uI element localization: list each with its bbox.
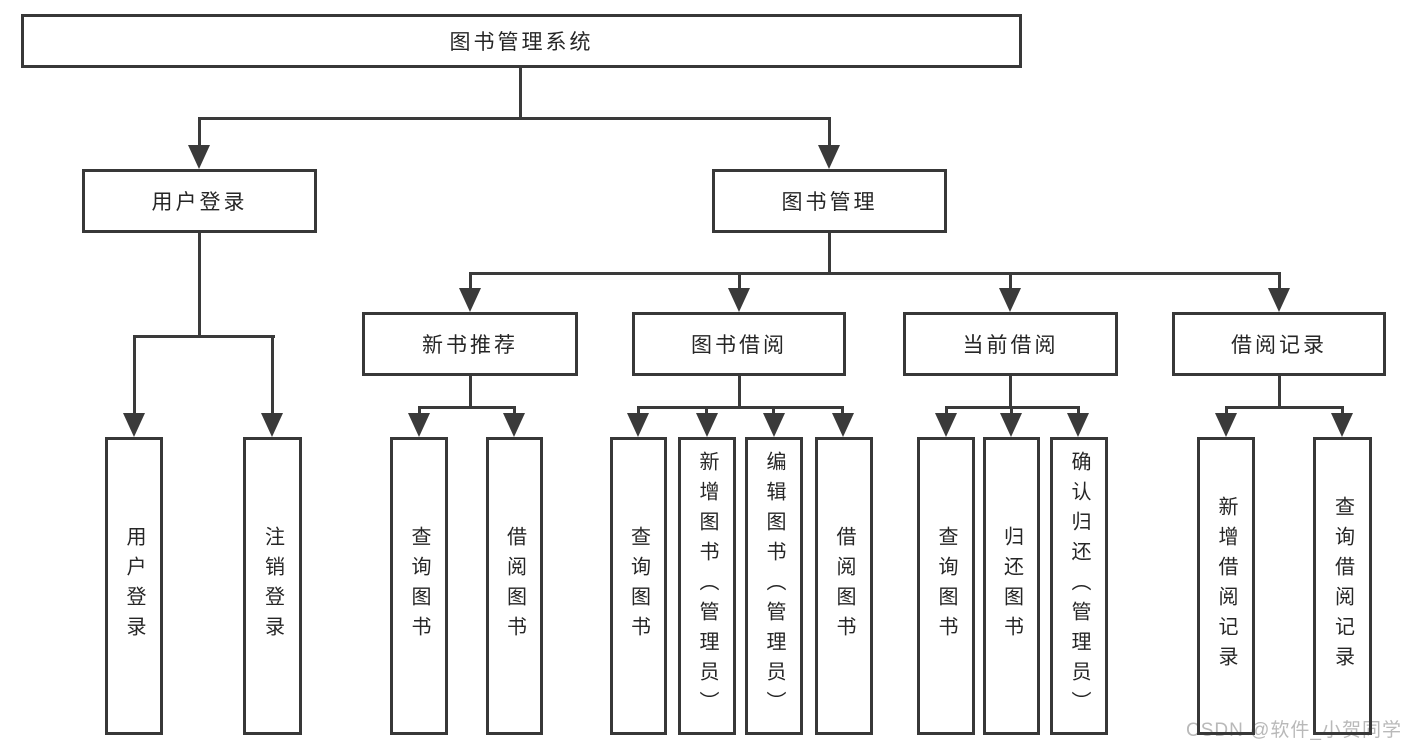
connector-line xyxy=(738,272,741,288)
leaf-add-borrow-record: 新增借阅记录 xyxy=(1197,437,1255,735)
arrowhead-down xyxy=(261,413,283,437)
leaf-add-borrow-record-label: 新增借阅记录 xyxy=(1215,496,1237,676)
leaf-return-book: 归还图书 xyxy=(983,437,1040,735)
csdn-watermark: CSDN @软件_小贺同学 xyxy=(1186,720,1402,741)
leaf-query-books-borrowing-label: 查询图书 xyxy=(627,526,650,646)
node-root: 图书管理系统 xyxy=(21,14,1022,68)
arrowhead-down xyxy=(763,413,785,437)
arrowhead-down xyxy=(1268,288,1290,312)
leaf-confirm-return-admin-label: 确认归还（管理员） xyxy=(1068,451,1090,721)
node-book-borrowing: 图书借阅 xyxy=(632,312,846,376)
connector-line xyxy=(133,335,275,338)
arrowhead-down xyxy=(818,145,840,169)
connector-line xyxy=(1278,272,1281,288)
connector-line xyxy=(772,406,775,413)
arrowhead-down xyxy=(188,145,210,169)
connector-line xyxy=(271,335,274,413)
connector-line xyxy=(198,117,201,145)
arrowhead-down xyxy=(832,413,854,437)
connector-line xyxy=(519,68,522,117)
arrowhead-down xyxy=(123,413,145,437)
arrowhead-down xyxy=(459,288,481,312)
leaf-borrow-books-recommend-label: 借阅图书 xyxy=(503,526,526,646)
leaf-borrow-books-borrowing: 借阅图书 xyxy=(815,437,873,735)
connector-line xyxy=(198,233,201,335)
leaf-borrow-books-recommend: 借阅图书 xyxy=(486,437,543,735)
leaf-query-books-recommend-label: 查询图书 xyxy=(408,526,430,646)
leaf-edit-book-admin-label: 编辑图书（管理员） xyxy=(763,451,785,721)
leaf-query-borrow-record-label: 查询借阅记录 xyxy=(1331,496,1354,676)
node-book-borrowing-label: 图书借阅 xyxy=(691,334,787,357)
leaf-add-book-admin-label: 新增图书（管理员） xyxy=(696,451,718,721)
leaf-query-borrow-record: 查询借阅记录 xyxy=(1313,437,1372,735)
connector-line xyxy=(841,406,844,413)
node-borrow-records-label: 借阅记录 xyxy=(1231,334,1327,357)
connector-line xyxy=(1009,376,1012,406)
connector-line xyxy=(1077,406,1080,413)
connector-line xyxy=(828,233,831,272)
leaf-borrow-books-borrowing-label: 借阅图书 xyxy=(833,526,855,646)
connector-line xyxy=(1225,406,1228,413)
node-book-management: 图书管理 xyxy=(712,169,947,233)
leaf-query-books-borrowing: 查询图书 xyxy=(610,437,667,735)
arrowhead-down xyxy=(999,288,1021,312)
connector-line xyxy=(1225,406,1343,409)
arrowhead-down xyxy=(627,413,649,437)
arrowhead-down xyxy=(408,413,430,437)
connector-line xyxy=(469,376,472,406)
connector-line xyxy=(198,117,831,120)
arrowhead-down xyxy=(696,413,718,437)
connector-line xyxy=(637,406,844,409)
connector-line xyxy=(1341,406,1344,413)
connector-line xyxy=(705,406,708,413)
arrowhead-down xyxy=(1067,413,1089,437)
arrowhead-down xyxy=(1000,413,1022,437)
node-borrow-records: 借阅记录 xyxy=(1172,312,1386,376)
leaf-user-login-label: 用户登录 xyxy=(123,526,145,646)
connector-line xyxy=(513,406,516,413)
leaf-user-login: 用户登录 xyxy=(105,437,163,735)
leaf-query-books-current-label: 查询图书 xyxy=(935,526,957,646)
connector-line xyxy=(828,117,831,145)
connector-line xyxy=(133,335,136,413)
node-book-management-label: 图书管理 xyxy=(781,191,878,214)
node-current-borrowing: 当前借阅 xyxy=(903,312,1118,376)
node-current-borrowing-label: 当前借阅 xyxy=(962,334,1059,357)
node-user-login-label: 用户登录 xyxy=(151,191,248,214)
arrowhead-down xyxy=(728,288,750,312)
leaf-edit-book-admin: 编辑图书（管理员） xyxy=(745,437,803,735)
leaf-logout-label: 注销登录 xyxy=(261,526,284,646)
arrowhead-down xyxy=(935,413,957,437)
leaf-confirm-return-admin: 确认归还（管理员） xyxy=(1050,437,1108,735)
node-root-label: 图书管理系统 xyxy=(449,31,594,54)
connector-line xyxy=(738,376,741,406)
connector-line xyxy=(1010,406,1013,413)
connector-line xyxy=(945,406,948,413)
connector-line xyxy=(637,406,640,413)
connector-line xyxy=(469,272,472,288)
arrowhead-down xyxy=(1215,413,1237,437)
connector-line xyxy=(418,406,421,413)
node-new-book-recommend-label: 新书推荐 xyxy=(422,334,518,357)
leaf-logout: 注销登录 xyxy=(243,437,302,735)
leaf-add-book-admin: 新增图书（管理员） xyxy=(678,437,736,735)
connector-line xyxy=(418,406,516,409)
arrowhead-down xyxy=(1331,413,1353,437)
connector-line xyxy=(1278,376,1281,406)
leaf-query-books-recommend: 查询图书 xyxy=(390,437,448,735)
leaf-query-books-current: 查询图书 xyxy=(917,437,975,735)
leaf-return-book-label: 归还图书 xyxy=(1000,526,1023,646)
node-new-book-recommend: 新书推荐 xyxy=(362,312,578,376)
arrowhead-down xyxy=(503,413,525,437)
connector-line xyxy=(469,272,1281,275)
node-user-login: 用户登录 xyxy=(82,169,317,233)
connector-line xyxy=(1009,272,1012,288)
